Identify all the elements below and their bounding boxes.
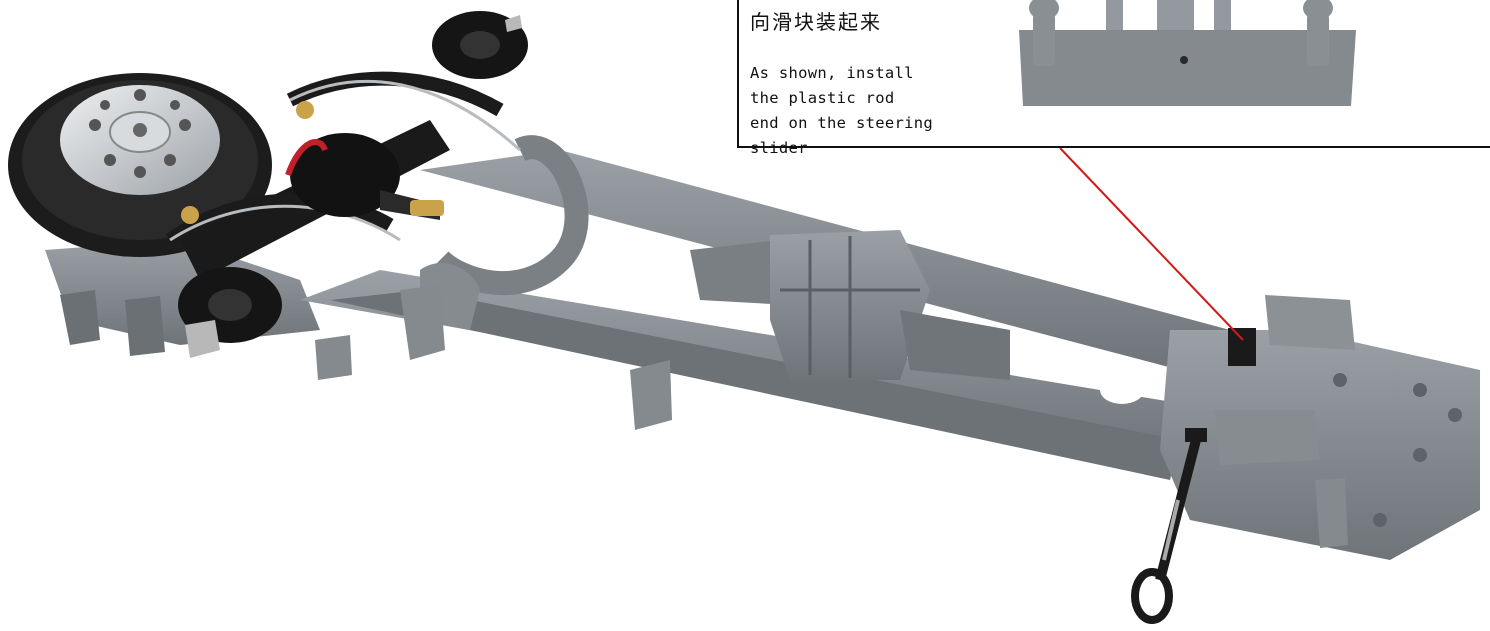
spare-wheel <box>8 73 272 257</box>
instruction-callout: 向滑块装起来 As shown, install the plastic rod… <box>737 0 1490 157</box>
steering-rod-with-ball-end <box>1131 428 1207 624</box>
callout-chinese-caption: 向滑块装起来 <box>750 10 882 34</box>
transmission-gearbox <box>690 230 1010 380</box>
rear-axle <box>165 11 528 358</box>
steering-slider-closeup-image <box>1019 0 1356 106</box>
callout-text-block: 向滑块装起来 As shown, install the plastic rod… <box>750 0 1020 161</box>
body-mount-posts <box>315 285 1348 548</box>
ladder-frame <box>300 150 1480 560</box>
callout-english-caption: As shown, install the plastic rod end on… <box>750 64 934 157</box>
